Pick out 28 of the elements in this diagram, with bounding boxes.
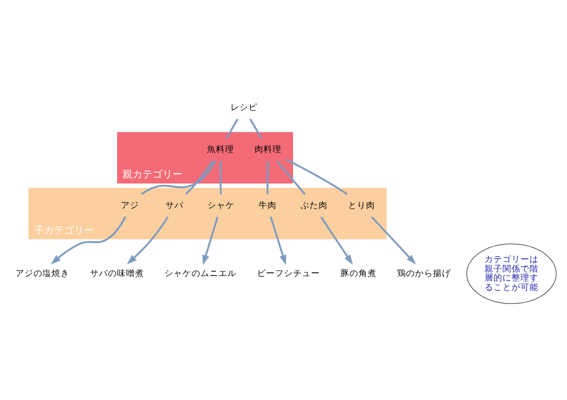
connector	[266, 161, 269, 194]
arrow	[126, 216, 169, 264]
connector	[141, 160, 216, 195]
node-text: ぶた肉	[300, 200, 328, 211]
node-text: アジ	[120, 200, 139, 211]
node-text: 魚料理	[206, 145, 234, 156]
node-text: とり肉	[348, 200, 376, 211]
node-text: レシピ	[230, 102, 258, 113]
node-text: シャケ	[207, 200, 234, 211]
node-text: ビーフシチュー	[256, 269, 320, 280]
arrow	[50, 216, 126, 264]
node-text: サバ	[165, 200, 184, 211]
node-text: シャケのムニエル	[164, 269, 236, 280]
node-text: 豚の角煮	[340, 269, 376, 280]
connector	[219, 161, 222, 194]
node-text: 鶏のから揚げ	[397, 269, 452, 280]
connector	[185, 160, 214, 195]
connector	[249, 118, 262, 139]
node-text: 肉料理	[254, 145, 282, 156]
connector	[226, 118, 238, 139]
node-text: サバの味噌煮	[90, 269, 144, 280]
node-text: アジの塩焼き	[15, 269, 70, 280]
arrow	[320, 216, 353, 265]
node-text: 牛肉	[258, 200, 276, 211]
node-ellipse: カテゴリーは親子関係で階層的に整理することが可能	[466, 244, 557, 304]
arrow	[270, 216, 286, 266]
arrow	[370, 216, 416, 264]
arrow	[202, 216, 218, 266]
